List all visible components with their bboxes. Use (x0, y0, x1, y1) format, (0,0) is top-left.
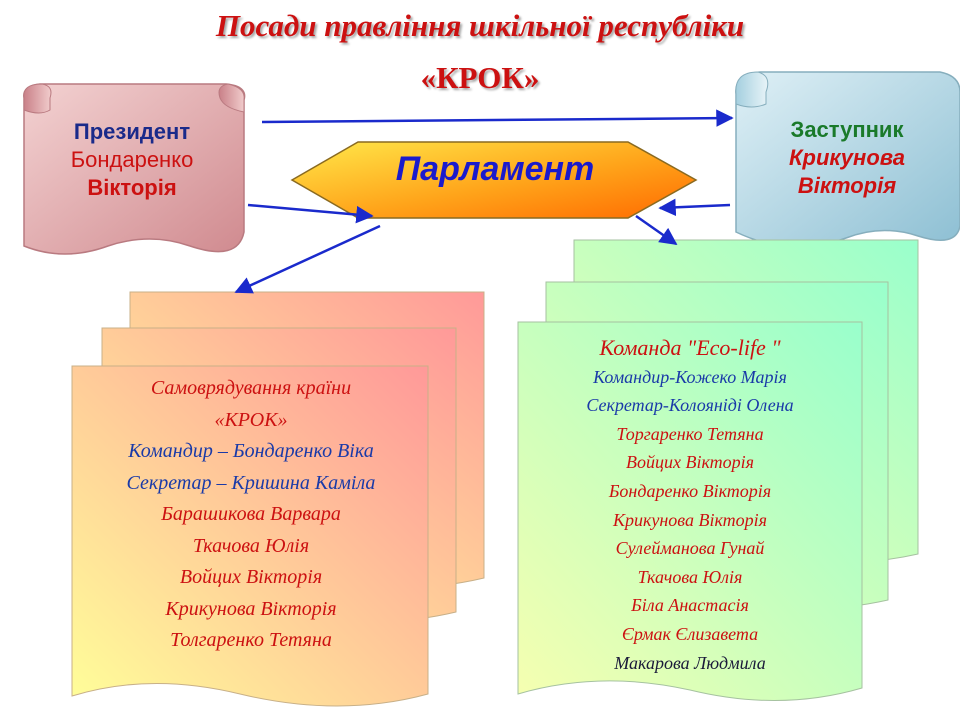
deputy-box: Заступник Крикунова Вікторія (744, 116, 950, 200)
left-secretary: Секретар – Кришина Каміла (126, 471, 376, 494)
list-item: Макарова Людмила (614, 652, 766, 673)
right-list: Команда "Eco-life " Командир-Кожеко Марі… (520, 334, 860, 677)
right-heading: Команда "Eco-life " (599, 335, 781, 360)
list-item: Крикунова Вікторія (612, 509, 768, 530)
list-item: Біла Анастасія (631, 595, 749, 616)
president-name: Вікторія (87, 175, 177, 200)
list-item: Крикунова Вікторія (165, 597, 337, 620)
arrow-parliament-to-left (234, 224, 381, 294)
left-commander: Командир – Бондаренко Віка (128, 440, 374, 462)
right-document-stack (517, 239, 919, 701)
list-item: Торгаренко Тетяна (616, 423, 764, 444)
arrow-president-to-parliament (247, 203, 374, 224)
president-box: Президент Бондаренко Вікторія (28, 118, 236, 202)
list-item: Сулейманова Гунай (615, 538, 765, 559)
list-item: Войцих Вікторія (179, 566, 323, 588)
list-item: Ткачова Юлія (192, 534, 310, 557)
parliament-label: Парламент (395, 150, 595, 188)
arrow-deputy-to-parliament (658, 198, 731, 217)
list-item: Бондаренко Вікторія (608, 480, 772, 501)
page-subtitle: «КРОК» (420, 60, 540, 95)
connector-arrows (234, 109, 734, 294)
arrow-president-to-deputy (261, 109, 734, 127)
deputy-role: Заступник (790, 117, 904, 142)
left-heading-2: «КРОК» (214, 408, 288, 431)
president-scroll (23, 83, 246, 255)
left-heading-1: Самоврядування країни (150, 377, 352, 399)
arrow-parliament-to-right (635, 214, 678, 246)
list-item: Барашикова Варвара (161, 503, 341, 525)
president-role: Президент (73, 119, 191, 144)
deputy-name: Вікторія (797, 173, 897, 198)
list-item: Єрмак Єлизавета (621, 623, 759, 644)
left-list: Самоврядування країни «КРОК» Командир – … (76, 373, 426, 657)
list-item: Войцих Вікторія (625, 452, 755, 473)
list-item: Толгаренко Тетяна (170, 629, 332, 651)
president-surname: Бондаренко (70, 147, 194, 172)
deputy-surname: Крикунова (788, 145, 905, 170)
list-item: Ткачова Юлія (637, 566, 743, 587)
right-commander: Командир-Кожеко Марія (593, 366, 787, 387)
page-title: Посади правління шкільної республіки (215, 8, 745, 43)
left-document-stack (71, 291, 485, 707)
right-secretary: Секретар-Колоянідi Олена (586, 395, 794, 416)
